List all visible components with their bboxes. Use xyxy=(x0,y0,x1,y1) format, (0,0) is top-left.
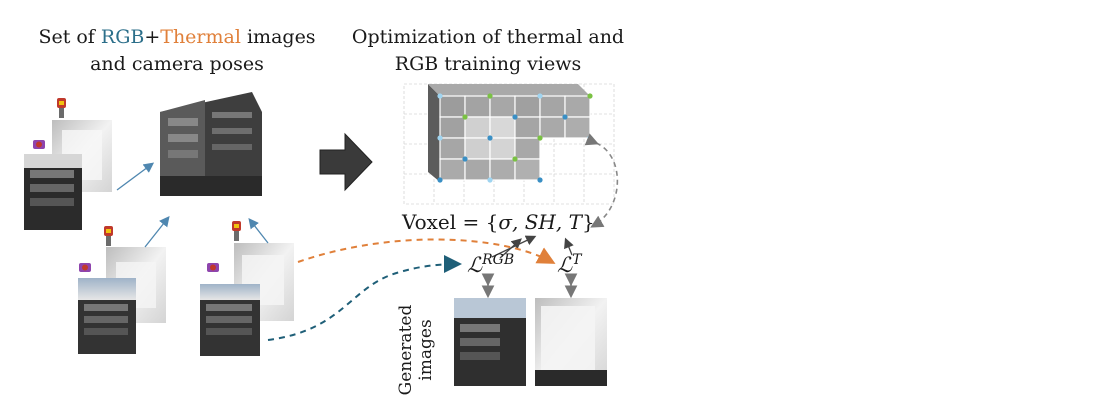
input-set-title: Set of RGB+Thermal images and camera pos… xyxy=(18,24,336,78)
voxel-equation: Voxel = {σ, SH, T} xyxy=(402,210,652,234)
rgb-to-sigma-arrow xyxy=(499,238,522,259)
rgb-loss-superscript: RGB xyxy=(482,252,515,268)
thermal-loss-arrow xyxy=(297,238,556,264)
thermal-loss-label: ℒT xyxy=(557,252,581,277)
voxel-suffix: } xyxy=(581,210,595,234)
rgb-camera-icon-1 xyxy=(33,140,45,149)
optimization-title: Optimization of thermal and RGB training… xyxy=(338,24,638,78)
generated-images-label: Generated images xyxy=(396,304,436,396)
voxel-components: σ, SH, T xyxy=(498,210,582,234)
thermal-label: Thermal xyxy=(160,26,241,48)
voxel-grid xyxy=(403,83,615,205)
rgb-image-2 xyxy=(78,278,136,354)
title-prefix: Set of xyxy=(38,26,95,48)
rgb-image-1 xyxy=(24,154,82,230)
thermal-loss-superscript: T xyxy=(572,252,582,268)
t-to-voxel-arrow xyxy=(564,237,574,256)
big-process-arrow xyxy=(319,132,373,192)
pose-arrow-1 xyxy=(116,162,155,191)
thermal-camera-icon-3 xyxy=(232,221,241,241)
pose-arrow-2 xyxy=(144,215,170,248)
title-line-2: and camera poses xyxy=(90,53,264,75)
optimization-title-line-2: RGB training views xyxy=(394,53,582,75)
thermal-camera-icon-2 xyxy=(104,226,113,246)
rgb-camera-icon-2 xyxy=(79,263,91,272)
voxel-prefix: Voxel = { xyxy=(402,210,499,234)
rgb-camera-icon-3 xyxy=(207,263,219,272)
rgb-label: RGB xyxy=(100,26,145,48)
title-suffix: images xyxy=(246,26,316,48)
generated-thermal-image xyxy=(535,298,607,386)
rgb-loss-symbol: ℒ xyxy=(467,253,483,277)
thermal-loss-symbol: ℒ xyxy=(557,253,573,277)
rgb-image-3 xyxy=(200,284,260,356)
optimization-title-line-1: Optimization of thermal and xyxy=(351,26,625,48)
pose-arrow-3 xyxy=(248,217,269,244)
central-building-image xyxy=(160,92,262,196)
rgb-loss-arrow xyxy=(267,255,462,341)
generated-rgb-image xyxy=(454,298,526,386)
generated-label-line-2: images xyxy=(416,319,436,381)
voxel-update-arrow xyxy=(584,133,619,228)
rgb-loss-label: ℒRGB xyxy=(467,252,514,277)
plus-sign: + xyxy=(144,26,161,48)
thermal-camera-icon-1 xyxy=(57,98,66,118)
generated-label-line-1: Generated xyxy=(396,304,416,396)
